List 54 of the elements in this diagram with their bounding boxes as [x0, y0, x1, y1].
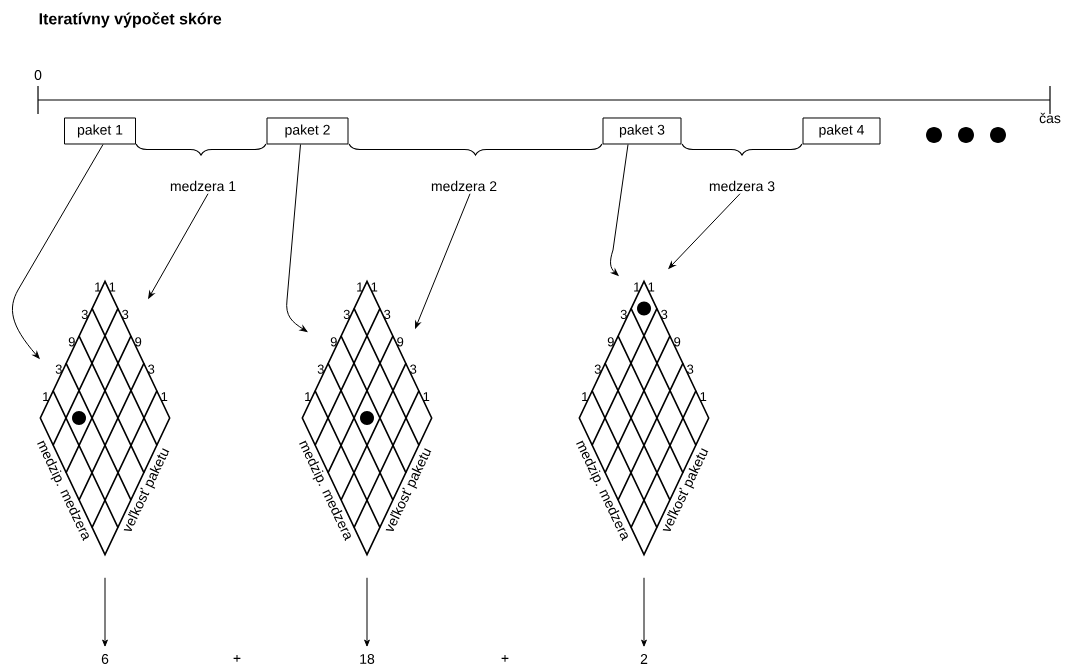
- plus-sign: +: [501, 654, 509, 662]
- weight-number: 1: [357, 282, 363, 292]
- weight-number: 3: [122, 309, 129, 319]
- packet-box: paket 1: [64, 117, 136, 145]
- weight-number: 3: [317, 364, 324, 374]
- weight-number: 3: [81, 309, 88, 319]
- weight-number: 1: [648, 282, 655, 292]
- gap-label: medzera 2: [431, 180, 497, 192]
- score-value: 6: [101, 654, 109, 664]
- weight-number: 1: [371, 282, 378, 292]
- arrow: [668, 193, 741, 269]
- weight-number: 9: [607, 337, 614, 347]
- packet-box: paket 4: [802, 117, 881, 145]
- arrow: [415, 193, 471, 329]
- arrow: [148, 193, 209, 299]
- score-value: 2: [640, 654, 648, 664]
- arrow: [102, 577, 108, 647]
- arrow: [641, 577, 647, 647]
- weight-number: 9: [674, 337, 681, 347]
- weight-number: 9: [135, 337, 142, 347]
- packet-box: paket 3: [602, 117, 682, 145]
- weight-number: 1: [582, 392, 588, 402]
- weight-number: 9: [68, 337, 75, 347]
- gap-label: medzera 1: [170, 180, 236, 192]
- weight-number: 3: [148, 364, 155, 374]
- arrow: [11, 144, 104, 359]
- weight-number: 9: [330, 337, 337, 347]
- weight-number: 3: [410, 364, 417, 374]
- weight-number: 3: [594, 364, 601, 374]
- arrow: [286, 144, 308, 332]
- weight-number: 1: [161, 392, 168, 402]
- weight-number: 1: [634, 282, 640, 292]
- gap-label: medzera 3: [709, 180, 775, 192]
- arrow: [610, 144, 629, 276]
- weight-number: 3: [384, 309, 391, 319]
- axis-label: čas: [1039, 112, 1061, 124]
- weight-number: 1: [423, 392, 430, 402]
- title: Iteratívny výpočet skóre: [39, 12, 222, 28]
- weight-number: 3: [55, 364, 62, 374]
- weight-number: 1: [700, 392, 707, 402]
- packet-box: paket 2: [266, 117, 349, 145]
- weight-number: 3: [687, 364, 694, 374]
- weight-number: 1: [95, 282, 101, 292]
- plus-sign: +: [233, 654, 241, 662]
- weight-number: 9: [397, 337, 404, 347]
- weight-number: 1: [305, 392, 311, 402]
- axis-label: 0: [34, 70, 42, 80]
- weight-number: 3: [343, 309, 350, 319]
- weight-number: 1: [43, 392, 49, 402]
- score-value: 18: [360, 654, 375, 664]
- weight-number: 1: [109, 282, 116, 292]
- weight-number: 3: [620, 309, 627, 319]
- arrow: [364, 577, 370, 647]
- weight-number: 3: [661, 309, 668, 319]
